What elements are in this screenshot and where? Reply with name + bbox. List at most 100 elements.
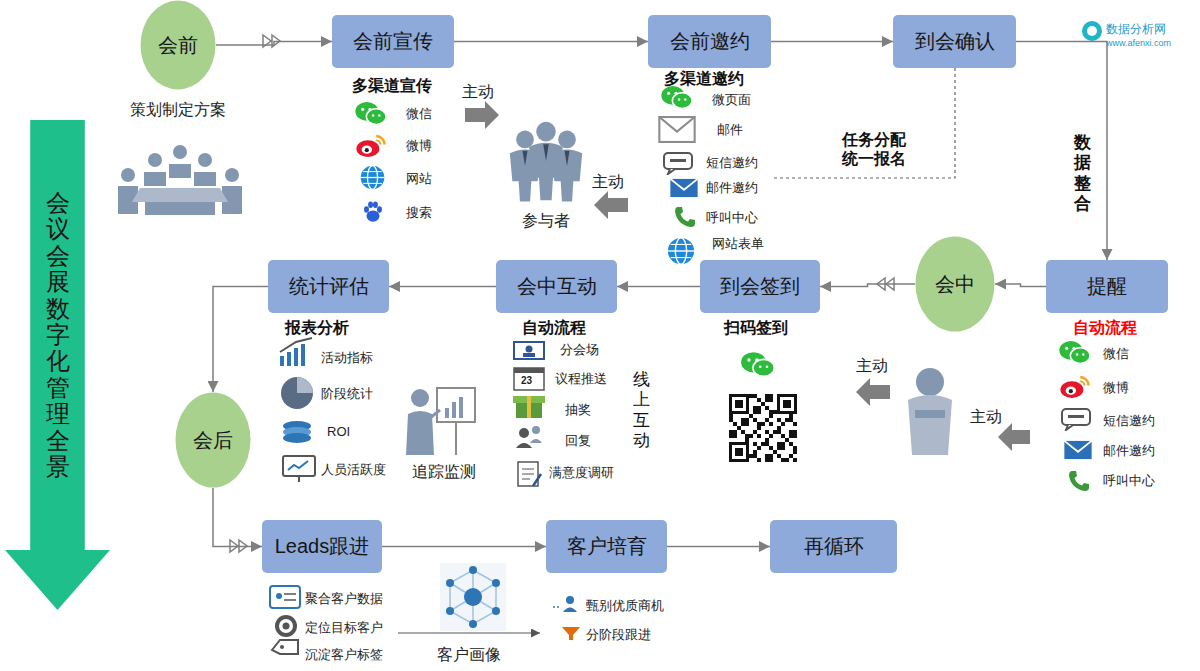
channel-icons <box>668 238 694 264</box>
action-label: 主动 <box>592 172 624 191</box>
block-arrow <box>998 423 1030 451</box>
action-label: 主动 <box>970 407 1002 426</box>
section-heading: 多渠道邀约 <box>664 69 744 88</box>
phase-circle: 会后 <box>175 392 251 488</box>
qr-module <box>753 430 757 434</box>
flow-connector <box>1016 42 1107 261</box>
report-icons <box>288 461 308 470</box>
qr-module <box>757 406 761 410</box>
node-label: 会前宣传 <box>353 28 433 55</box>
qr-module <box>749 434 753 438</box>
meeting-icon <box>144 164 216 186</box>
node-label: 提醒 <box>1087 273 1127 300</box>
portrait-network <box>469 566 477 574</box>
leads-icons <box>272 640 298 654</box>
flow-connector <box>667 546 770 548</box>
process-box: 再循环 <box>770 520 897 573</box>
flow-connector <box>213 287 268 393</box>
channel-icons <box>1064 441 1091 459</box>
process-box: 会前邀约 <box>648 15 771 68</box>
leads-icons <box>280 645 284 649</box>
qr-module <box>793 450 797 454</box>
logo-mark <box>1082 21 1102 41</box>
qr-module <box>769 414 773 418</box>
item-label: 回复 <box>565 433 591 449</box>
leads-icons <box>270 586 300 608</box>
qr-module <box>777 426 781 430</box>
qr-module <box>793 434 797 438</box>
qr-module <box>785 458 789 462</box>
section-heading: 扫码签到 <box>724 318 788 337</box>
qr-module <box>729 418 733 422</box>
presenter-icon <box>411 389 429 407</box>
qr-module <box>757 410 761 414</box>
channel-label: 短信邀约 <box>1103 413 1155 429</box>
node-label: 会后 <box>193 427 233 454</box>
node-label: 客户培育 <box>567 533 647 560</box>
note-label: 任务分配 统一报名 <box>838 130 910 168</box>
flow-connector <box>617 286 700 288</box>
phase-circle: 会前策划制定方案 <box>140 0 216 90</box>
block-arrow <box>856 378 890 406</box>
qr-module <box>749 394 753 398</box>
watermark: www.afenxi.com <box>1106 38 1171 49</box>
channel-icons <box>356 136 384 157</box>
report-icons <box>283 456 315 476</box>
qr-module <box>741 418 745 422</box>
meeting-icon <box>198 153 212 167</box>
qr-module <box>789 442 793 446</box>
qr-module <box>761 402 765 406</box>
qr-module <box>789 430 793 434</box>
qr-module <box>729 430 733 434</box>
qr-module <box>757 426 761 430</box>
meeting-icon <box>118 145 242 215</box>
qr-module <box>769 394 773 398</box>
node-label: 会中 <box>935 271 975 298</box>
qr-module <box>745 438 749 442</box>
participants-icon <box>510 122 582 202</box>
interaction-icons <box>514 368 544 373</box>
qr-module <box>769 410 773 414</box>
qr-module <box>773 450 777 454</box>
person-icon <box>915 410 945 418</box>
channel-icons <box>661 86 692 108</box>
interaction-icons <box>514 342 544 359</box>
qr-code <box>727 392 799 460</box>
qr-module <box>757 458 761 462</box>
qr-module <box>777 446 781 450</box>
process-box: 统计评估 <box>268 260 389 313</box>
qr-module <box>789 418 793 422</box>
arrow-shape <box>5 120 110 610</box>
qr-module <box>777 430 781 434</box>
channel-label: 邮件邀约 <box>706 180 758 196</box>
interaction-icons <box>522 469 534 479</box>
node-label: 会中互动 <box>517 273 597 300</box>
qr-module <box>753 394 757 398</box>
action-label: 主动 <box>462 82 494 101</box>
line-label: 数据整合 <box>1074 133 1091 215</box>
channel-label: 短信邀约 <box>706 155 758 171</box>
circle-shape <box>176 393 251 488</box>
qr-module <box>793 446 797 450</box>
title-arrow: 会议会展数字化管理全景 <box>5 120 110 610</box>
presenter-icon <box>459 397 463 418</box>
channel-label: 微博 <box>1103 380 1129 396</box>
person-icon <box>916 368 944 396</box>
qr-module <box>757 446 761 450</box>
icon-caption: 参与者 <box>522 211 570 230</box>
node-label: 到会签到 <box>720 273 800 300</box>
portrait-network <box>440 563 506 631</box>
interaction-icons <box>516 443 532 448</box>
channel-icons <box>1060 377 1088 398</box>
report-icons <box>281 377 313 409</box>
flow-connector <box>213 488 262 547</box>
qr-module <box>785 418 789 422</box>
qr-module <box>733 434 737 438</box>
qr-module <box>793 422 797 426</box>
item-label: 议程推送 <box>555 371 607 387</box>
qr-module <box>753 450 757 454</box>
report-icons <box>280 338 312 352</box>
report-icons <box>283 433 311 443</box>
qr-module <box>765 430 769 434</box>
portrait-network <box>446 607 454 615</box>
